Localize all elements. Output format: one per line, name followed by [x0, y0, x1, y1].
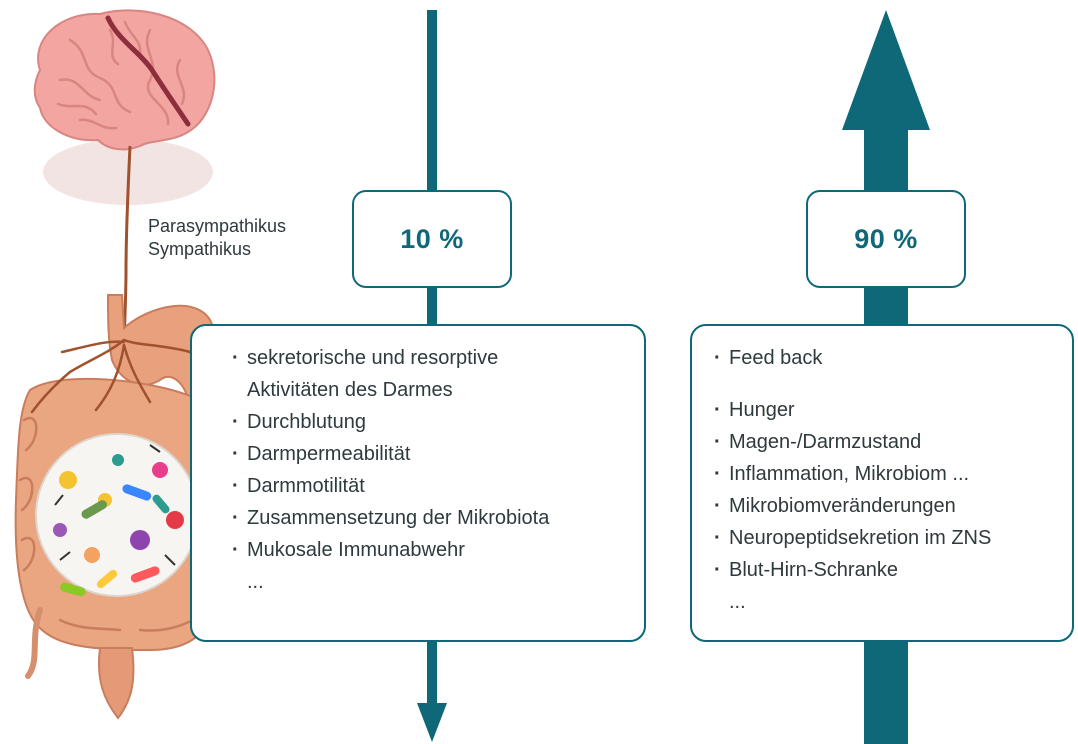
- parasympathikus-label: Parasympathikus: [148, 215, 286, 238]
- efferent-percent: 10 %: [400, 224, 464, 255]
- list-item: Mukosale Immunabwehr: [232, 534, 644, 566]
- list-item: Zusammensetzung der Mikrobiota: [232, 502, 644, 534]
- afferent-signals-box: Feed back Hunger Magen-/Darmzustand Infl…: [690, 324, 1074, 642]
- list-item: sekretorische und resorptive: [232, 342, 644, 374]
- efferent-effects-box: sekretorische und resorptive Aktivitäten…: [190, 324, 646, 642]
- list-item: Durchblutung: [232, 406, 644, 438]
- afferent-signals-list: Feed back Hunger Magen-/Darmzustand Infl…: [714, 342, 1072, 618]
- afferent-percent: 90 %: [854, 224, 918, 255]
- list-item: Darmpermeabilität: [232, 438, 644, 470]
- list-item: ...: [714, 586, 1072, 618]
- list-item: Blut-Hirn-Schranke: [714, 554, 1072, 586]
- efferent-arrow-head: [417, 703, 447, 742]
- list-item: Magen-/Darmzustand: [714, 426, 1072, 458]
- list-item: Darmmotilität: [232, 470, 644, 502]
- list-item: Hunger: [714, 394, 1072, 426]
- efferent-effects-list: sekretorische und resorptive Aktivitäten…: [232, 342, 644, 598]
- list-item: ...: [232, 566, 644, 598]
- afferent-arrow-head: [842, 10, 930, 130]
- list-item: Mikrobiomveränderungen: [714, 490, 1072, 522]
- sympathikus-label: Sympathikus: [148, 238, 286, 261]
- list-spacer: [714, 374, 1072, 394]
- list-item: Feed back: [714, 342, 1072, 374]
- afferent-percent-box: 90 %: [806, 190, 966, 288]
- list-item: Inflammation, Mikrobiom ...: [714, 458, 1072, 490]
- efferent-percent-box: 10 %: [352, 190, 512, 288]
- nervous-system-caption: Parasympathikus Sympathikus: [148, 215, 286, 261]
- list-item: Neuropeptidsekretion im ZNS: [714, 522, 1072, 554]
- list-item: Aktivitäten des Darmes: [232, 374, 644, 406]
